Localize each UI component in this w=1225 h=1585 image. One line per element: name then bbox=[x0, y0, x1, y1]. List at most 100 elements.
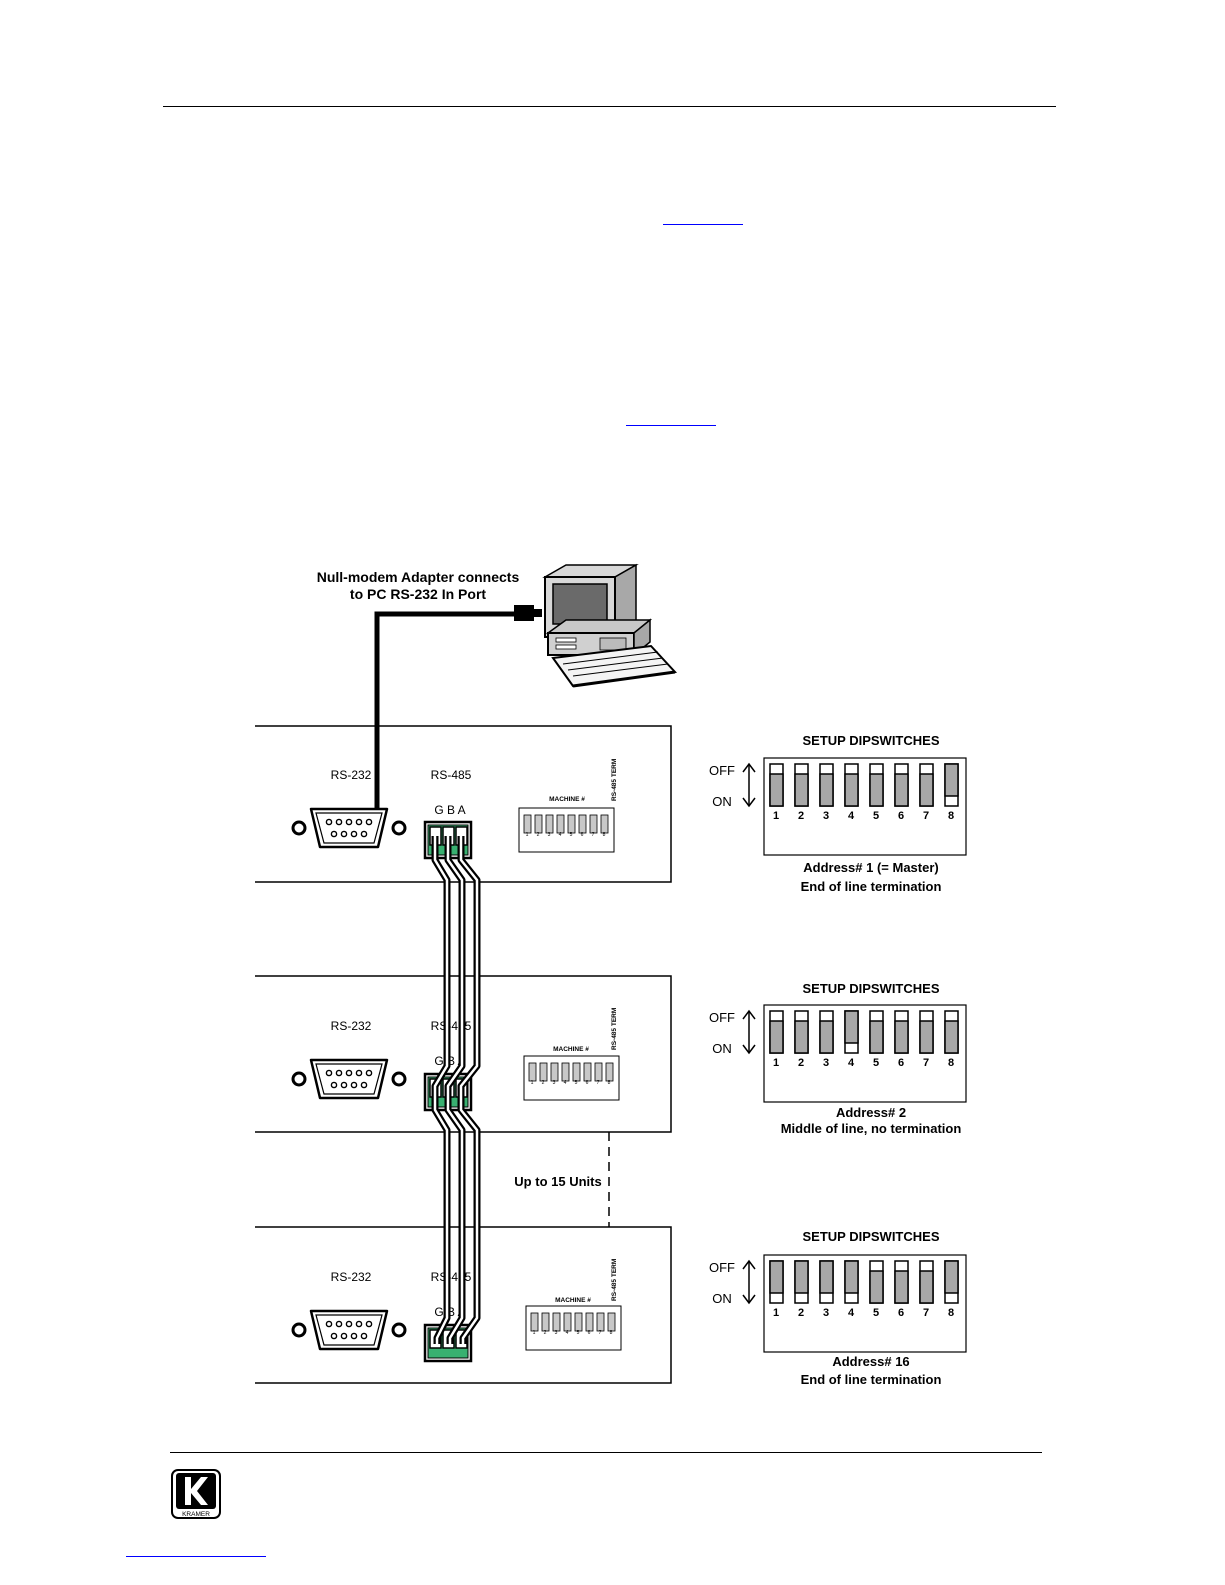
dip-number: 4 bbox=[566, 1330, 569, 1336]
pc-label-line1: Null-modem Adapter connects bbox=[317, 569, 520, 585]
dip-number: 5 bbox=[577, 1330, 580, 1336]
switch-number: 8 bbox=[948, 1057, 954, 1069]
rs485-daisy-chain-wires bbox=[431, 836, 481, 1344]
term-label: RS-485 TERM bbox=[611, 1259, 618, 1301]
switch-number: 2 bbox=[798, 1307, 804, 1319]
dipswitch-4 bbox=[844, 1260, 859, 1304]
switch-number: 7 bbox=[923, 1307, 929, 1319]
dipswitch-8 bbox=[944, 1260, 959, 1304]
off-label: OFF bbox=[709, 1010, 735, 1025]
dip-number: 8 bbox=[603, 832, 606, 838]
switch-number: 5 bbox=[873, 810, 879, 822]
switch-number: 2 bbox=[798, 1057, 804, 1069]
setup-caption-line1: Address# 1 (= Master) bbox=[803, 860, 938, 875]
setup-dipswitch-panel: SETUP DIPSWITCHES OFF ON 1 2 3 4 5 6 7 8… bbox=[709, 1229, 967, 1387]
rs232-label: RS-232 bbox=[331, 768, 372, 782]
dip-number: 4 bbox=[559, 832, 562, 838]
dipswitch-1 bbox=[769, 763, 784, 807]
rs485-label: RS-485 bbox=[431, 1019, 472, 1033]
dip-number: 5 bbox=[575, 1080, 578, 1086]
dipswitch-1 bbox=[769, 1260, 784, 1304]
rs485-label: RS-485 bbox=[431, 1270, 472, 1284]
dipswitch-row bbox=[769, 763, 959, 807]
dipswitch-5 bbox=[869, 1260, 884, 1304]
dipswitch-7 bbox=[919, 1010, 934, 1054]
hyperlink-underline[interactable] bbox=[663, 224, 743, 225]
machine-dipswitch-icon bbox=[525, 1305, 622, 1351]
setup-caption-line2: End of line termination bbox=[801, 879, 942, 894]
rs232-label: RS-232 bbox=[331, 1270, 372, 1284]
dipswitch-4 bbox=[844, 763, 859, 807]
machine-label: MACHINE # bbox=[553, 1046, 589, 1053]
dip-number: 2 bbox=[544, 1330, 547, 1336]
header-rule bbox=[163, 106, 1056, 107]
switch-number: 4 bbox=[848, 1057, 855, 1069]
switch-number: 3 bbox=[823, 1057, 829, 1069]
hyperlink-underline[interactable] bbox=[626, 425, 716, 426]
kramer-logo: KRAMER bbox=[171, 1469, 221, 1519]
dipswitch-7 bbox=[919, 1260, 934, 1304]
dipswitch-5 bbox=[869, 763, 884, 807]
terminal-label: G B A bbox=[434, 803, 465, 817]
setup-dipswitch-panel: SETUP DIPSWITCHES OFF ON 1 2 3 4 5 6 7 8… bbox=[709, 733, 967, 894]
switch-number: 4 bbox=[848, 810, 855, 822]
dipswitch-6 bbox=[894, 763, 909, 807]
switch-number: 5 bbox=[873, 1307, 879, 1319]
off-on-arrow-icon bbox=[742, 762, 756, 808]
machine-label: MACHINE # bbox=[549, 796, 585, 803]
dipswitch-6 bbox=[894, 1010, 909, 1054]
setup-title: SETUP DIPSWITCHES bbox=[802, 733, 939, 748]
hyperlink-underline[interactable] bbox=[126, 1556, 266, 1557]
off-on-arrow-icon bbox=[742, 1259, 756, 1305]
dip-number: 8 bbox=[608, 1080, 611, 1086]
term-label: RS-485 TERM bbox=[611, 1008, 618, 1050]
switch-number: 3 bbox=[823, 1307, 829, 1319]
machine-dipswitch-icon bbox=[523, 1055, 620, 1101]
db9-connector-icon bbox=[291, 807, 407, 849]
dip-number: 7 bbox=[592, 832, 595, 838]
switch-number: 8 bbox=[948, 1307, 954, 1319]
setup-caption-line2: Middle of line, no termination bbox=[781, 1121, 962, 1136]
switch-number: 1 bbox=[773, 810, 779, 822]
dipswitch-2 bbox=[794, 763, 809, 807]
dip-number: 2 bbox=[537, 832, 540, 838]
dip-number: 1 bbox=[526, 832, 529, 838]
dipswitch-row bbox=[769, 1260, 959, 1304]
dip-number: 6 bbox=[586, 1080, 589, 1086]
pc-label-line2: to PC RS-232 In Port bbox=[350, 586, 486, 602]
switch-number: 6 bbox=[898, 810, 904, 822]
dip-number: 3 bbox=[555, 1330, 558, 1336]
null-modem-adapter-icon bbox=[514, 605, 534, 621]
dipswitch-8 bbox=[944, 763, 959, 807]
switch-number: 3 bbox=[823, 810, 829, 822]
dipswitch-3 bbox=[819, 1010, 834, 1054]
setup-caption-line2: End of line termination bbox=[801, 1372, 942, 1387]
dip-number: 5 bbox=[570, 832, 573, 838]
dipswitch-3 bbox=[819, 1260, 834, 1304]
dipswitch-7 bbox=[919, 763, 934, 807]
dipswitch-2 bbox=[794, 1010, 809, 1054]
switch-number: 2 bbox=[798, 810, 804, 822]
switch-number: 1 bbox=[773, 1307, 779, 1319]
dip-number: 3 bbox=[553, 1080, 556, 1086]
setup-caption-line1: Address# 16 bbox=[832, 1354, 909, 1369]
dip-number: 1 bbox=[533, 1330, 536, 1336]
setup-dipswitch-panel: SETUP DIPSWITCHES OFF ON 1 2 3 4 5 6 7 8… bbox=[709, 981, 967, 1136]
dip-number: 7 bbox=[599, 1330, 602, 1336]
dipswitch-3 bbox=[819, 763, 834, 807]
dipswitch-6 bbox=[894, 1260, 909, 1304]
dip-number: 8 bbox=[610, 1330, 613, 1336]
machine-dipswitch-icon bbox=[518, 807, 615, 853]
term-label: RS-485 TERM bbox=[611, 759, 618, 801]
dip-number: 1 bbox=[531, 1080, 534, 1086]
setup-title: SETUP DIPSWITCHES bbox=[802, 981, 939, 996]
switch-number: 7 bbox=[923, 1057, 929, 1069]
rs232-label: RS-232 bbox=[331, 1019, 372, 1033]
dip-number: 6 bbox=[581, 832, 584, 838]
setup-title: SETUP DIPSWITCHES bbox=[802, 1229, 939, 1244]
on-label: ON bbox=[712, 794, 732, 809]
footer-rule bbox=[170, 1452, 1042, 1453]
dipswitch-2 bbox=[794, 1260, 809, 1304]
switch-number: 8 bbox=[948, 810, 954, 822]
